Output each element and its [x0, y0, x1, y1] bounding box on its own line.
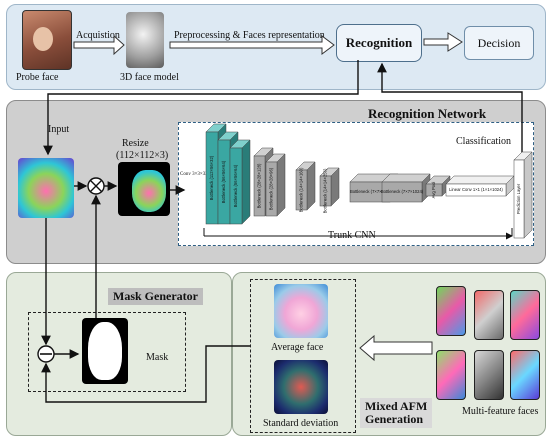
input-label: Input [48, 124, 70, 135]
resize-label: Resize [122, 138, 149, 149]
3d-face-model-image [126, 12, 164, 68]
multi-feature-face-2 [474, 290, 504, 340]
recognition-label: Recognition [345, 35, 413, 50]
acquisition-label: Acquistion [76, 30, 120, 41]
conv-label: Conv 3×3×32 [180, 172, 208, 177]
multi-feature-face-4 [436, 350, 466, 400]
probe-face-label: Probe face [16, 72, 59, 83]
mask-generator-title: Mask Generator [108, 288, 203, 305]
afm-dashed-box [250, 279, 356, 433]
network-title: Recognition Network [368, 106, 487, 121]
mask-label: Mask [146, 352, 169, 363]
resized-masked-face-image [118, 162, 170, 216]
mixed-afm-title-line2: Generation [365, 412, 423, 426]
trunk-cnn-label: Trunk CNN [328, 230, 376, 241]
mixed-afm-title: Mixed AFM Generation [360, 398, 433, 428]
std-face-label: Standard deviation [263, 418, 339, 429]
multi-feature-face-3 [510, 290, 540, 340]
multi-feature-label: Multi-feature faces [462, 406, 539, 417]
classification-label: Classification [456, 136, 511, 147]
multi-feature-face-6 [510, 350, 540, 400]
average-face-label: Average face [271, 342, 324, 353]
mask-image [82, 318, 128, 384]
resize-dims-label: (112×112×3) [116, 150, 169, 161]
multi-feature-face-1 [436, 286, 466, 336]
multi-feature-face-5 [474, 350, 504, 400]
decision-label: Decision [477, 35, 521, 50]
3d-model-label: 3D face model [120, 72, 179, 83]
decision-box: Decision [464, 26, 534, 60]
input-face-image [18, 158, 74, 218]
probe-face-image [22, 10, 72, 70]
processing-label: Processing [376, 343, 420, 354]
preprocessing-label: Preprocessing & Faces representation [174, 30, 325, 41]
recognition-box: Recognition [336, 24, 422, 62]
mixed-afm-title-line1: Mixed AFM [365, 399, 428, 413]
std-face-image [274, 360, 328, 414]
average-face-image [274, 284, 328, 338]
